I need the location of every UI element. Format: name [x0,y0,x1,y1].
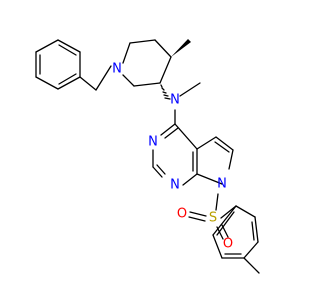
bonds [35,39,260,274]
atom-labels: N N N N N S O O [112,62,233,252]
sulfur-label: S [209,211,217,226]
amine-nitrogen-label: N [170,93,180,108]
amine-hashed-bond [160,84,171,100]
molecule-structure-diagram: N N N N N S O O [35,39,260,274]
sulfonyl-oxygen-bottom-label: O [223,237,233,252]
sulfonyl-oxygen-left-label: O [177,207,187,222]
structure-canvas: N N N N N S O O [35,39,260,274]
pyrimidine-n3-label: N [148,135,158,150]
piperidine-nitrogen-label: N [112,62,122,77]
pyrrole-nitrogen-label: N [217,177,227,192]
methyl-wedge-bond [171,39,191,57]
pyrimidine-n1-label: N [170,178,180,193]
